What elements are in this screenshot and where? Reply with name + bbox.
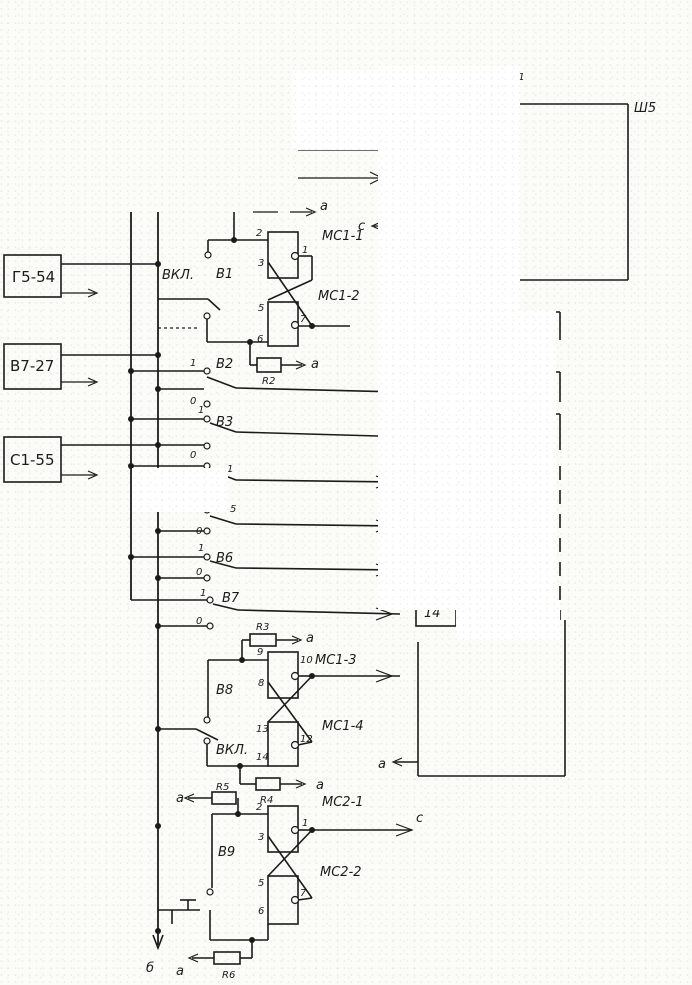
bus-junctions [128, 261, 161, 934]
switch-b3-label: В3 [216, 415, 233, 430]
pin-2: 2 [256, 228, 262, 239]
switch-b2-label: В2 [216, 357, 233, 372]
net-a-r5: a [176, 791, 184, 806]
contact-b2-0: 0 [190, 396, 196, 407]
flipflop-mc1-3-4: a R3 a R4 9 8 13 14 10 12 МС1-3 МС1-4 [206, 622, 400, 806]
switch-b7-label: В7 [222, 591, 240, 606]
contact-b3-1: 1 [198, 405, 204, 416]
bus-arrow-down [152, 934, 164, 951]
arrow-a-top [305, 207, 317, 217]
pin-10: 10 [300, 655, 313, 666]
connector-sh5-label: Ш5 [634, 101, 656, 116]
pin-12: 12 [300, 734, 313, 745]
net-c-bottom: c [416, 811, 423, 826]
contact-b7-1: 1 [200, 588, 206, 599]
resistor-r3-label: R3 [256, 622, 269, 633]
switch-b6-label: В6 [216, 551, 233, 566]
switch-b2: 1 В2 0 [131, 357, 401, 408]
contact-b7-0: 0 [196, 616, 202, 627]
chip-mc2-1-label: МС2-1 [322, 795, 364, 810]
mask-top [378, 66, 520, 316]
switch-vkl2-label: ВКЛ. [216, 743, 248, 758]
pin-8: 8 [258, 678, 264, 689]
switch-b3: 1 В3 0 [131, 405, 379, 461]
resistor-r4-label: R4 [260, 795, 273, 806]
pin-1: 1 [302, 245, 308, 256]
pin-6-mc2: 6 [258, 906, 264, 917]
device-g5-54-label: Г5-54 [12, 268, 55, 286]
chip-mc1-4-label: МС1-4 [322, 719, 364, 734]
net-a-block: a [378, 757, 386, 772]
chip-mc1-1-label: МС1-1 [322, 229, 364, 244]
switch-b8: В8 ВКЛ. [158, 683, 248, 758]
resistor-r6-label: R6 [222, 970, 235, 981]
pin-3-mc2: 3 [258, 832, 264, 843]
pin-14: 14 [256, 752, 269, 763]
resistor-r5-label: R5 [216, 782, 229, 793]
net-a-top: a [320, 199, 328, 214]
net-a-r4: a [316, 778, 324, 793]
resistor-r2-label: R2 [262, 376, 275, 387]
mask-lower [456, 600, 560, 640]
right-block-bottom: a [378, 620, 566, 777]
flipflop-mc1-1-2: a R2 2 3 5 6 1 7 МС1-1 МС1-2 [206, 212, 364, 387]
pin-7: 7 [300, 314, 307, 325]
chip-mc2-2-label: МС2-2 [320, 865, 362, 880]
net-c-top: c [358, 219, 365, 234]
pin-1-mc2: 1 [302, 818, 308, 829]
switch-b1: ВКЛ. В1 [158, 251, 233, 329]
switch-b8-label: В8 [216, 683, 233, 698]
contact-b4-1: 1 [227, 464, 233, 475]
net-a-r3: a [306, 631, 314, 646]
contact-b5-0: 0 [196, 526, 202, 537]
pin-6: 6 [257, 334, 263, 345]
pin-3: 3 [258, 258, 264, 269]
device-g5-54: Г5-54 [3, 254, 99, 298]
pin-2-mc2: 2 [256, 802, 262, 813]
contact-b6-0: 0 [196, 567, 202, 578]
device-c1-55: С1-55 [3, 436, 99, 483]
mask-topleft [292, 70, 380, 150]
contact-b3-0: 0 [190, 450, 196, 461]
net-b-label: б [146, 961, 154, 976]
switch-b1-label: В1 [216, 267, 233, 282]
device-c1-55-label: С1-55 [10, 451, 55, 469]
pin-7-mc2: 7 [300, 888, 307, 899]
contact-b6-1: 1 [198, 543, 204, 554]
mask-middle [378, 310, 556, 610]
pin-5-mc2: 5 [258, 878, 264, 889]
pin-13: 13 [256, 724, 269, 735]
pin-5: 5 [258, 303, 264, 314]
pin-9: 9 [257, 647, 263, 658]
net-a-r2: a [311, 357, 319, 372]
chip-mc1-3-label: МС1-3 [315, 653, 357, 668]
flipflop-mc2-1-2: a R5 c a R6 2 3 5 6 1 7 МС2-1 МС2-2 В9 [158, 782, 423, 981]
mask-left [132, 468, 228, 512]
switch-vkl1-label: ВКЛ. [162, 268, 194, 283]
device-b7-27-label: В7-27 [10, 357, 54, 375]
switch-b9-label: В9 [218, 845, 235, 860]
device-b7-27: В7-27 [3, 343, 99, 390]
chip-mc1-2-label: МС1-2 [318, 289, 360, 304]
net-a-r6: a [176, 964, 184, 979]
contact-b5-5: 5 [230, 504, 236, 515]
contact-b2-1: 1 [190, 358, 196, 369]
